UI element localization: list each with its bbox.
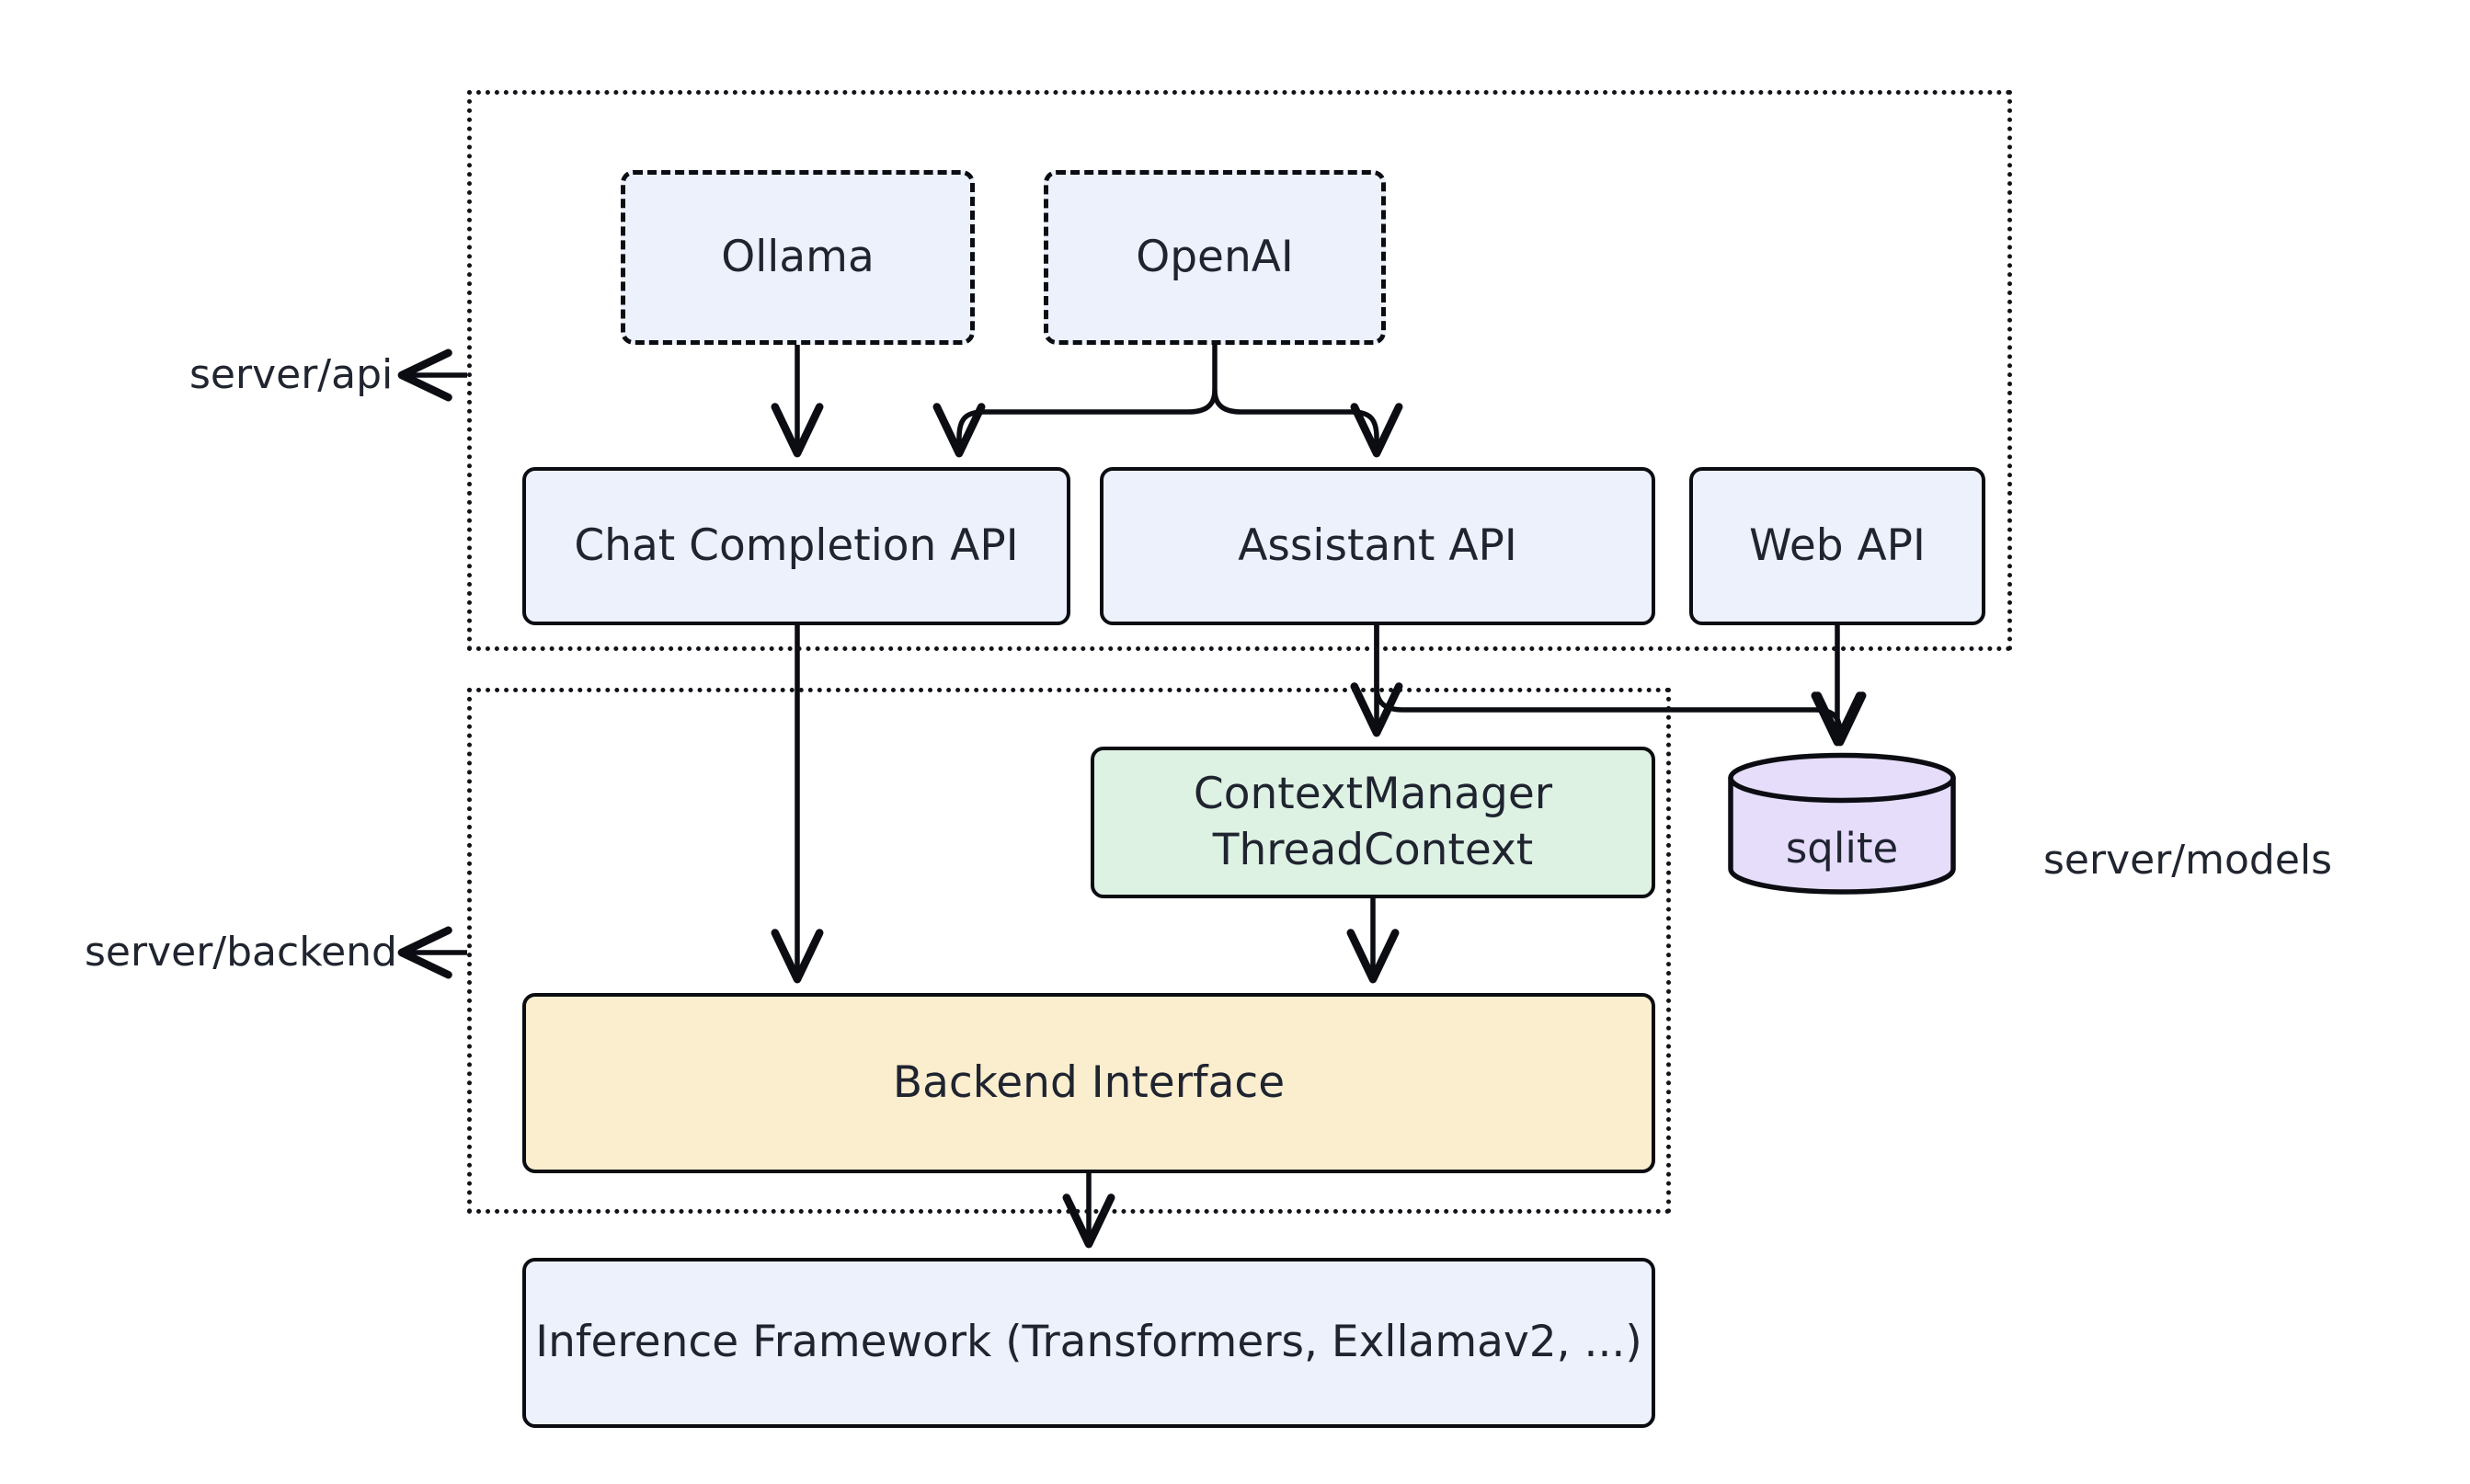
node-web-api[interactable]: Web API [1689, 467, 1985, 625]
group-label-server-api: server/api [189, 351, 394, 398]
edge-openai-to-assistant [1212, 389, 1403, 458]
node-ollama[interactable]: Ollama [621, 170, 975, 345]
edge-openai-to-chat [932, 389, 1218, 458]
node-assistant-api[interactable]: Assistant API [1100, 467, 1655, 625]
group-container-server-api [467, 90, 2012, 651]
node-sqlite[interactable]: sqlite [1727, 752, 1957, 895]
cylinder-icon [1728, 752, 1956, 895]
node-inference-framework[interactable]: Inference Framework (Transformers, Exlla… [522, 1258, 1655, 1428]
node-context-manager-thread-context[interactable]: ContextManager ThreadContext [1091, 747, 1655, 898]
node-openai[interactable]: OpenAI [1044, 170, 1386, 345]
node-backend-interface[interactable]: Backend Interface [522, 993, 1655, 1173]
group-label-server-backend: server/backend [85, 929, 397, 976]
standalone-label-server-models: server/models [2043, 837, 2333, 884]
node-chat-completion-api[interactable]: Chat Completion API [522, 467, 1070, 625]
